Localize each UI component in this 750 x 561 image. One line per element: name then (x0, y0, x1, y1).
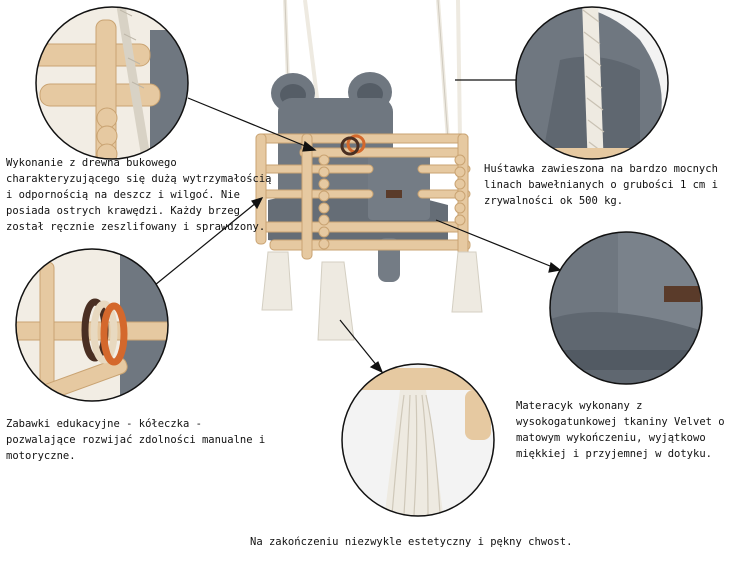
tassels (261, 251, 483, 341)
toy-rings-magnifier (15, 248, 169, 402)
caption-rope: Huśtawka zawieszona na bardzo mocnych li… (484, 163, 718, 207)
caption-toys: Zabawki edukacyjne - kółeczka - pozwalaj… (6, 418, 266, 462)
caption-mattress: Materacyk wykonany z wysokogatunkowej tk… (516, 400, 725, 460)
leather-tag (386, 190, 402, 198)
mattress-detail-magnifier (549, 231, 703, 385)
spindle-beads (318, 154, 466, 250)
caption-wood: Wykonanie z drewna bukowego charakteryzu… (6, 157, 272, 233)
swing-product (255, 0, 483, 341)
wood-detail-magnifier (35, 6, 189, 160)
rope-detail-magnifier (515, 6, 669, 160)
caption-tassel: Na zakończeniu niezwykle estetyczny i pę… (250, 536, 573, 548)
tassel-detail-magnifier (341, 363, 495, 517)
connector-lines (154, 79, 562, 374)
